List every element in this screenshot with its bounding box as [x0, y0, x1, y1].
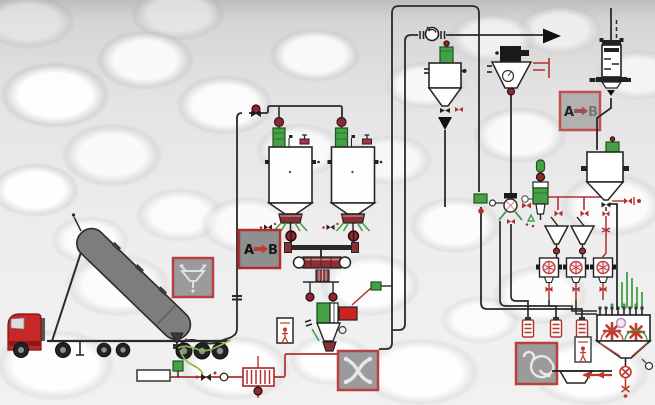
rotary-feeder-2	[562, 257, 590, 284]
collecting-conveyor	[284, 242, 359, 257]
rotary-feeder-3	[589, 257, 617, 284]
flow-direction-arrow	[543, 28, 561, 44]
inline-valve	[172, 360, 184, 372]
canister-1	[521, 316, 535, 338]
line-valve-red	[478, 208, 484, 214]
big-bag-station	[589, 8, 631, 96]
flexible-hose-to-conveying-line	[179, 349, 204, 375]
mixer-rotor-2	[626, 322, 646, 342]
silencer	[136, 369, 171, 382]
weigh-hopper	[304, 281, 392, 352]
funnel-icon-box	[171, 256, 215, 299]
operator-box-2	[574, 336, 592, 363]
silo-inlet-valve	[251, 104, 261, 114]
operator-box-1	[276, 317, 294, 344]
rotary-feeder-1	[535, 257, 563, 284]
tipped-tank-trailer	[76, 227, 192, 341]
storage-silo-right	[321, 116, 384, 248]
storage-silo-left	[258, 116, 321, 248]
line-valve-green	[473, 193, 488, 204]
funnel-icon	[179, 264, 207, 288]
filter-hopper	[424, 40, 467, 207]
feeder-discharges	[545, 283, 607, 300]
right-buffer-hopper	[581, 98, 641, 310]
tipping-frame	[51, 239, 86, 342]
route-to-label: B	[268, 243, 278, 258]
discharge-chute	[552, 370, 612, 384]
truck-unloading-pipe	[177, 104, 343, 375]
additive-manifold	[548, 196, 609, 227]
route-from-label: A	[244, 243, 254, 258]
transfer-lines	[379, 5, 583, 350]
right-arrow-icon	[574, 106, 588, 116]
cyclone-separator	[487, 46, 550, 194]
route-box-2: A B	[558, 90, 602, 132]
dosing-cone-1	[543, 225, 570, 258]
route-from-label: A	[564, 105, 574, 120]
flexible-hose-to-silo-line	[177, 339, 232, 352]
route-box-1: A B	[237, 228, 282, 270]
conveying-pipeline	[136, 353, 338, 398]
blower	[419, 26, 446, 42]
pipe-coupling	[219, 372, 229, 382]
control-panel	[338, 306, 358, 321]
canister-2	[549, 316, 563, 338]
inline-sieve	[521, 159, 549, 228]
screw-blender	[292, 256, 352, 293]
red-manifold-bracket	[533, 58, 550, 78]
tank-discharge-cone	[170, 332, 184, 346]
right-arrow-icon	[254, 244, 268, 254]
spiral-icon-box	[514, 341, 559, 386]
dosing-cone-2	[569, 225, 596, 258]
canister-3	[575, 316, 589, 338]
additive-canisters	[521, 316, 589, 338]
windshield	[10, 317, 25, 330]
crossover-pipes-icon	[344, 357, 372, 384]
crossover-icon-box	[336, 349, 380, 392]
route-to-label: B	[588, 105, 598, 120]
mixer-rotor-1	[602, 321, 622, 341]
rotary-distributor	[488, 193, 557, 320]
batch-mixer	[548, 272, 654, 398]
